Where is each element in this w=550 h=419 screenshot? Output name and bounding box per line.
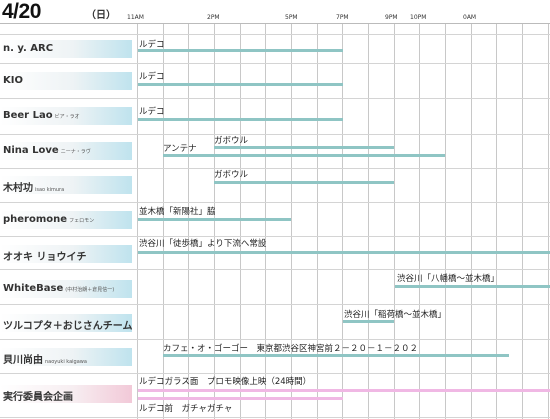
artist-name: Beer Lao xyxy=(3,110,53,121)
event-bar xyxy=(395,285,550,288)
time-tick-9pm: 9PM xyxy=(385,14,398,21)
artist-name: オオキ リョウイチ xyxy=(3,252,87,263)
event-bar xyxy=(138,83,343,86)
artist-label: n. y. ARC xyxy=(0,40,132,58)
grid-line xyxy=(496,23,497,419)
time-tick-11am: 11AM xyxy=(127,14,144,21)
artist-label: オオキ リョウイチ xyxy=(0,245,132,263)
row-divider xyxy=(0,417,550,418)
artist-subname: フェロモン xyxy=(69,218,95,224)
artist-subname: ビア・ラオ xyxy=(54,114,80,120)
event-bar xyxy=(138,49,343,52)
event-label: ルデコ前 ガチャガチャ xyxy=(139,404,233,414)
artist-label: 実行委員会企画 xyxy=(0,385,132,403)
artist-label: WhiteBase(中村治朗＋倉見信一) xyxy=(0,280,132,298)
row-divider xyxy=(0,202,550,203)
time-tick-2pm: 2PM xyxy=(207,14,220,21)
event-label: アンテナ xyxy=(163,144,197,154)
event-bar xyxy=(214,146,394,149)
event-bar xyxy=(214,181,394,184)
artist-name: n. y. ARC xyxy=(3,43,54,54)
grid-line xyxy=(265,23,266,419)
artist-name: 実行委員会企画 xyxy=(3,392,73,403)
row-divider xyxy=(0,134,550,135)
artist-label: ツルコプタ＋おじさんチーム xyxy=(0,314,133,332)
row-divider xyxy=(0,168,550,169)
artist-name: 木村功 xyxy=(3,183,33,194)
grid-line xyxy=(163,23,164,419)
event-label: ルデコ xyxy=(139,40,165,50)
artist-name: WhiteBase xyxy=(3,283,64,294)
grid-line xyxy=(291,23,292,419)
event-label: カフェ・オ・ゴーゴー 東京都渋谷区神宮前２－２０－１－２０２ xyxy=(163,344,419,354)
artist-name: pheromone xyxy=(3,214,68,225)
artist-subname: (中村治朗＋倉見信一) xyxy=(65,287,115,293)
event-label: ルデコ xyxy=(139,107,165,117)
event-bar xyxy=(343,320,394,323)
schedule-weekday: （日） xyxy=(86,10,116,21)
grid-line xyxy=(522,23,523,419)
event-bar xyxy=(163,154,445,157)
grid-line xyxy=(342,23,343,419)
grid-line xyxy=(419,23,420,419)
row-divider xyxy=(0,236,550,237)
event-bar xyxy=(138,218,291,221)
event-label: 渋谷川「徒歩橋」より下流へ常設 xyxy=(139,239,267,249)
schedule-date: 4/20 xyxy=(2,0,41,23)
row-divider xyxy=(0,304,550,305)
row-divider xyxy=(0,63,550,64)
grid-line xyxy=(394,23,395,419)
time-tick-7pm: 7PM xyxy=(336,14,349,21)
artist-name: ツルコプタ＋おじさんチーム xyxy=(3,321,133,332)
grid-line xyxy=(368,23,369,419)
event-label: ルデコガラス面 プロモ映像上映（24時間） xyxy=(139,377,312,387)
artist-subname: ニーナ・ラヴ xyxy=(60,149,91,155)
time-tick-5pm: 5PM xyxy=(285,14,298,21)
event-label: ルデコ xyxy=(139,72,165,82)
event-bar xyxy=(138,251,550,254)
event-label: 渋谷川「八幡橋〜並木橋」 xyxy=(397,274,500,284)
artist-subname: naoyuki kaigawa xyxy=(45,359,87,365)
artist-name: KIO xyxy=(3,75,23,86)
event-bar xyxy=(138,389,550,392)
row-divider xyxy=(0,34,550,35)
artist-label: KIO xyxy=(0,72,132,90)
grid-line xyxy=(317,23,318,419)
row-divider xyxy=(0,98,550,99)
grid-line xyxy=(471,23,472,419)
grid-line xyxy=(240,23,241,419)
event-label: 並木橋「新陽社」脇 xyxy=(139,207,216,217)
row-divider xyxy=(0,373,550,374)
artist-subname: isao kimura xyxy=(35,187,65,193)
event-bar xyxy=(138,118,343,121)
row-divider xyxy=(0,339,550,340)
event-label: ガボウル xyxy=(214,170,249,180)
event-bar xyxy=(138,397,343,400)
grid-line xyxy=(214,23,215,419)
time-tick-0am: 0AM xyxy=(463,14,477,21)
event-label: 渋谷川「稲荷橋〜並木橋」 xyxy=(344,310,447,320)
time-tick-10pm: 10PM xyxy=(410,14,427,21)
row-divider xyxy=(0,269,550,270)
artist-name: 貝川尚由 xyxy=(3,355,43,366)
artist-name: Nina Love xyxy=(3,145,59,156)
grid-line xyxy=(188,23,189,419)
event-bar xyxy=(163,354,509,357)
grid-line xyxy=(445,23,446,419)
grid-line xyxy=(137,23,138,419)
row-divider xyxy=(0,23,550,24)
event-label: ガボウル xyxy=(214,136,249,146)
grid-line xyxy=(548,23,549,419)
